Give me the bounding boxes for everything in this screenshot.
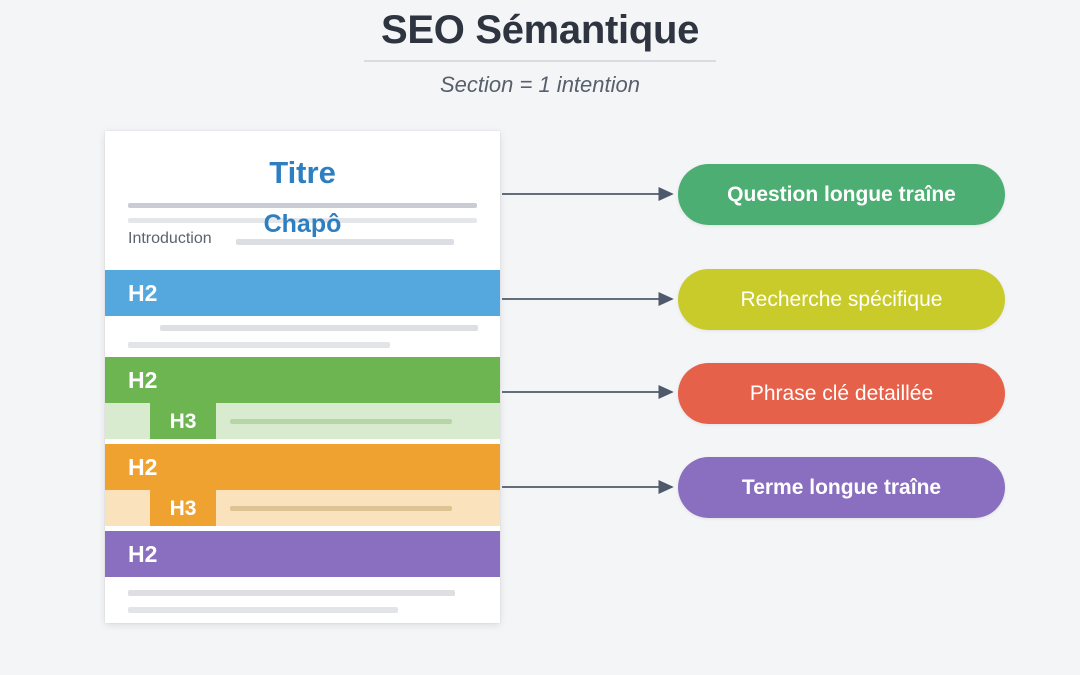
intent-pill-phrase-cle-detaillee[interactable]: Phrase clé detaillée bbox=[678, 363, 1005, 424]
header: SEO Sémantique Section = 1 intention bbox=[0, 0, 1080, 98]
h2-label: H2 bbox=[128, 366, 158, 393]
intent-pill-label: Terme longue traîne bbox=[741, 476, 942, 499]
intent-pill-label: Recherche spécifique bbox=[740, 288, 943, 311]
h2-bar-green: H2 bbox=[105, 357, 500, 403]
page-subtitle: Section = 1 intention bbox=[440, 72, 640, 97]
h3-row-green: H3 bbox=[105, 403, 500, 439]
h2-label: H2 bbox=[128, 453, 158, 480]
page-title: SEO Sémantique bbox=[380, 8, 700, 52]
document-title: Titre bbox=[269, 155, 336, 190]
h3-tab: H3 bbox=[150, 490, 216, 526]
chapo-line-top bbox=[128, 218, 477, 223]
document-outline-card: Titre Chapô Introduction H2 H2 H3 H2 H3 … bbox=[105, 131, 500, 623]
h2-bar-blue: H2 bbox=[105, 270, 500, 316]
body-line bbox=[128, 607, 398, 613]
intent-pill-recherche-specifique[interactable]: Recherche spécifique bbox=[678, 269, 1005, 330]
h3-tab: H3 bbox=[150, 403, 216, 439]
body-line bbox=[128, 342, 390, 348]
document-chapo: Chapô bbox=[263, 210, 342, 238]
intent-pill-label: Phrase clé detaillée bbox=[749, 382, 934, 405]
body-line bbox=[128, 590, 455, 596]
h2-bar-orange: H2 bbox=[105, 444, 500, 490]
h3-body-line bbox=[230, 506, 452, 511]
intent-pill-terme-longue-traine[interactable]: Terme longue traîne bbox=[678, 457, 1005, 518]
h3-label: H3 bbox=[169, 496, 197, 520]
introduction-label: Introduction bbox=[128, 230, 212, 247]
h3-label: H3 bbox=[169, 409, 197, 433]
body-line bbox=[160, 325, 478, 331]
h2-bar-purple: H2 bbox=[105, 531, 500, 577]
intent-pill-question-longue-traine[interactable]: Question longue traîne bbox=[678, 164, 1005, 225]
title-underline-line bbox=[128, 203, 477, 208]
h2-label: H2 bbox=[128, 279, 158, 306]
intent-pill-label: Question longue traîne bbox=[727, 183, 956, 206]
intro-line bbox=[236, 239, 454, 245]
h3-row-orange: H3 bbox=[105, 490, 500, 526]
h2-label: H2 bbox=[128, 540, 158, 567]
title-divider bbox=[364, 60, 716, 62]
h3-body-line bbox=[230, 419, 452, 424]
